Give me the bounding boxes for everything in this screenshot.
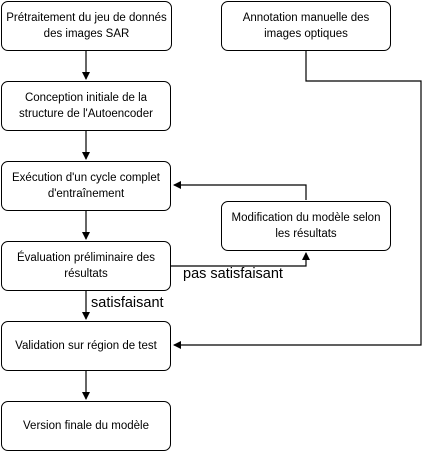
node-final-label: Version finale du modèle (23, 420, 149, 432)
edge-annotation-to-validation (173, 51, 422, 349)
node-modification: Modification du modèle selon les résulta… (221, 201, 391, 251)
node-preprocess: Prétraitement du jeu de donnés des image… (1, 1, 172, 51)
edge-evaluation-to-modification (171, 252, 310, 267)
node-validation-label: Validation sur région de test (15, 340, 157, 352)
edge-modification-to-training (173, 181, 307, 200)
edge-label-not-satisfying: pas satisfaisant (183, 266, 283, 282)
node-preprocess-label: Prétraitement du jeu de donnés des image… (6, 12, 167, 40)
node-design: Conception initiale de la structure de l… (1, 81, 171, 131)
node-training: Exécution d'un cycle complet d'entraînem… (1, 161, 171, 211)
node-annotation-label: Annotation manuelle des images optiques (242, 12, 370, 40)
node-training-label: Exécution d'un cycle complet d'entraînem… (12, 172, 160, 200)
node-evaluation: Évaluation préliminaire des résultats (1, 241, 171, 291)
edge-label-satisfying: satisfaisant (91, 295, 164, 311)
node-evaluation-label: Évaluation préliminaire des résultats (16, 252, 156, 280)
node-validation: Validation sur région de test (1, 321, 171, 371)
node-design-label: Conception initiale de la structure de l… (19, 92, 153, 120)
node-annotation: Annotation manuelle des images optiques (221, 1, 391, 51)
node-modification-label: Modification du modèle selon les résulta… (231, 212, 381, 240)
node-final: Version finale du modèle (1, 401, 171, 451)
